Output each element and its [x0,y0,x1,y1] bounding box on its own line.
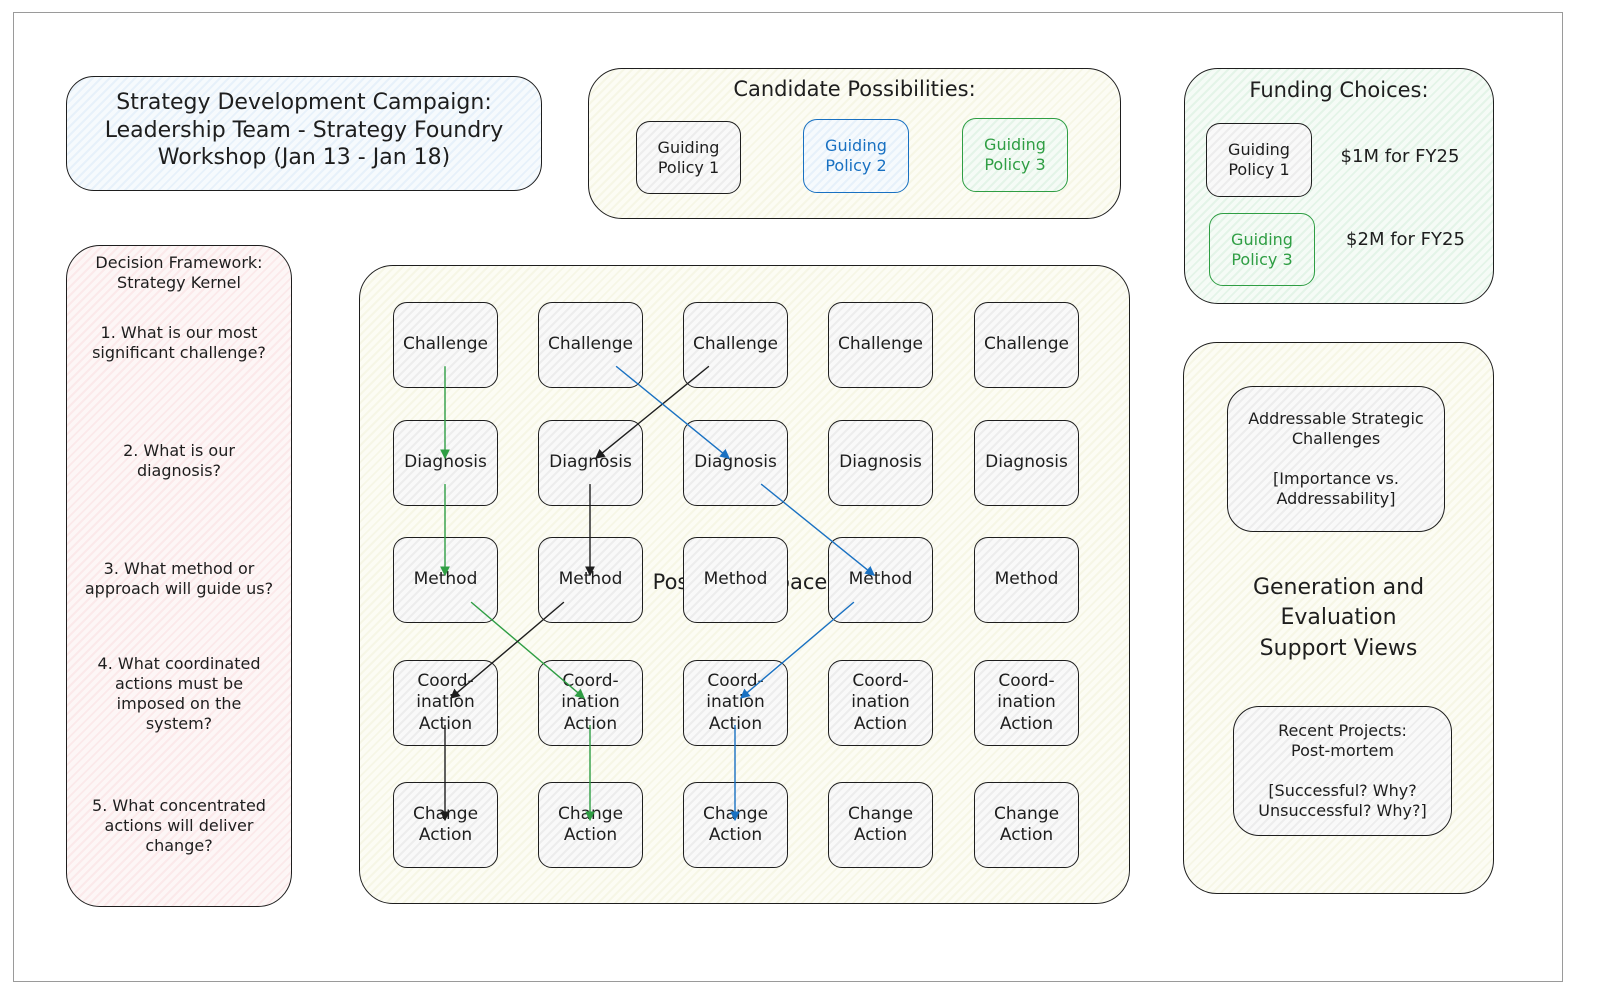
black-path-arrow-3 [450,601,565,699]
coordination-action-node-col-4[interactable]: Coord- ination Action [828,660,933,746]
blue-path-arrow-1 [615,365,730,459]
challenge-node-col-1[interactable]: Challenge [393,302,498,388]
funding-choices-title: Funding Choices: [1249,78,1429,102]
campaign-title: Strategy Development Campaign: Leadershi… [104,90,504,170]
diagnosis-node-col-5[interactable]: Diagnosis [974,420,1079,506]
diagnosis-node-col-4[interactable]: Diagnosis [828,420,933,506]
canvas-frame [13,12,1563,982]
candidate-policy-2[interactable]: Guiding Policy 2 [803,119,909,193]
candidate-policy-3[interactable]: Guiding Policy 3 [962,118,1068,192]
addressable-challenges-box[interactable]: Addressable Strategic Challenges [Import… [1227,386,1445,532]
framework-question-2: 2. What is our diagnosis? [123,441,235,480]
candidate-policy-1[interactable]: Guiding Policy 1 [636,121,741,194]
decision-framework-panel: Decision Framework: Strategy Kernel 1. W… [66,245,292,907]
framework-question-3: 3. What method or approach will guide us… [84,559,274,598]
recent-projects-box[interactable]: Recent Projects: Post-mortem [Successful… [1233,706,1452,836]
framework-question-5: 5. What concentrated actions will delive… [92,796,266,855]
method-node-col-3[interactable]: Method [683,537,788,623]
support-views-title: Generation and Evaluation Support Views [1252,575,1425,661]
funding-amount-2: $2M for FY25 [1346,229,1465,250]
funding-amount-1: $1M for FY25 [1340,146,1460,167]
framework-question-1: 1. What is our most significant challeng… [92,323,266,362]
change-action-node-col-5[interactable]: Change Action [974,782,1079,868]
coordination-action-node-col-5[interactable]: Coord- ination Action [974,660,1079,746]
decision-framework-title: Decision Framework: Strategy Kernel [95,253,263,292]
challenge-node-col-5[interactable]: Challenge [974,302,1079,388]
black-path-arrow-1 [595,365,710,459]
blue-path-arrow-2 [760,483,875,576]
funding-policy-1[interactable]: Guiding Policy 1 [1206,123,1312,197]
challenge-node-col-4[interactable]: Challenge [828,302,933,388]
blue-path-arrow-3 [740,601,855,699]
change-action-node-col-4[interactable]: Change Action [828,782,933,868]
funding-policy-3[interactable]: Guiding Policy 3 [1209,213,1315,286]
framework-question-4: 4. What coordinated actions must be impo… [97,654,261,733]
method-node-col-5[interactable]: Method [974,537,1079,623]
candidate-possibilities-title: Candidate Possibilities: [733,77,976,101]
title-panel: Strategy Development Campaign: Leadershi… [66,76,542,191]
green-path-arrow-3 [470,601,585,699]
